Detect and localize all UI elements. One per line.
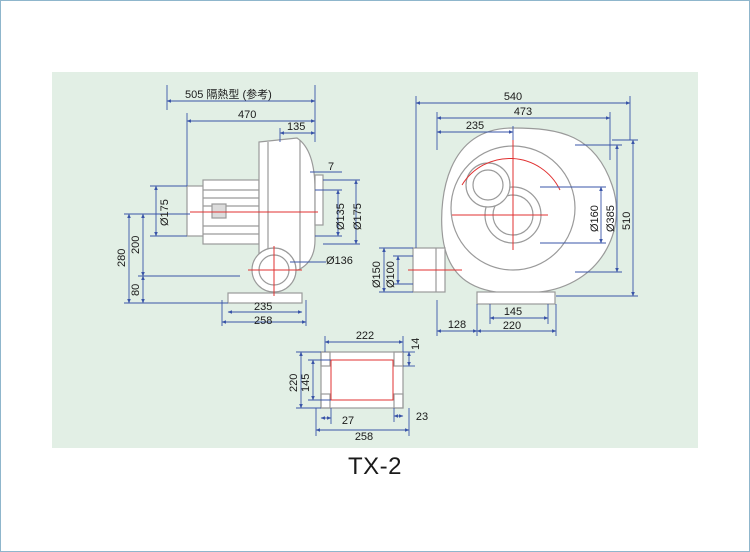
side-base [227, 292, 303, 304]
dim-220-base: 220 [288, 374, 300, 392]
dim-145-front: 145 [504, 306, 522, 318]
dim-dia150: Ø150 [371, 261, 383, 288]
dim-dia136: Ø136 [326, 255, 353, 267]
side-dimension-lines [124, 85, 360, 326]
dim-510: 510 [621, 212, 633, 230]
dim-540: 540 [504, 91, 522, 103]
base-dimension-labels: 222 14 220 145 27 23 258 [288, 330, 428, 443]
dim-258-base: 258 [355, 431, 373, 443]
dim-dia175-outlet: Ø175 [352, 203, 364, 230]
dim-128: 128 [448, 319, 466, 331]
side-view [186, 137, 324, 304]
dim-145-base: 145 [300, 374, 312, 392]
side-dimension-labels: 505 隔熱型 (参考) 470 135 7 Ø175 Ø135 Ø175 Ø1… [116, 87, 364, 327]
dim-23: 23 [416, 411, 428, 423]
base-slot-bottom-right [393, 393, 404, 409]
dim-27: 27 [342, 415, 354, 427]
dim-dia100: Ø100 [385, 261, 397, 288]
terminal-box [211, 203, 227, 219]
dim-80: 80 [130, 284, 142, 296]
dim-200: 200 [130, 236, 142, 254]
dim-470: 470 [238, 109, 256, 121]
side-housing [258, 137, 316, 271]
dim-473: 473 [514, 106, 532, 118]
front-dimension-labels: 540 473 235 Ø160 Ø385 510 Ø150 Ø100 128 … [371, 91, 633, 332]
base-centerlines [330, 359, 394, 401]
dim-dia160: Ø160 [589, 205, 601, 232]
dim-dia135: Ø135 [335, 203, 347, 230]
dim-135: 135 [287, 121, 305, 133]
front-centerlines [408, 140, 561, 271]
dim-dia175-motor: Ø175 [159, 199, 171, 226]
dim-280: 280 [116, 249, 128, 267]
dim-dia385: Ø385 [605, 205, 617, 232]
dim-235-front: 235 [466, 120, 484, 132]
front-view [412, 127, 617, 305]
base-plate [320, 351, 404, 409]
side-centerlines [190, 211, 318, 296]
base-slot-top-left [320, 351, 331, 367]
dim-14: 14 [410, 338, 422, 350]
base-view [320, 351, 404, 409]
front-base [476, 291, 556, 305]
dim-220-front: 220 [503, 320, 521, 332]
dim-235-side: 235 [254, 301, 272, 313]
base-dimension-lines [296, 336, 415, 436]
front-dimension-lines [379, 96, 638, 336]
dim-7: 7 [328, 161, 334, 173]
model-label: TX-2 [347, 453, 402, 480]
dim-258-side: 258 [254, 315, 272, 327]
dim-505: 505 隔熱型 (参考) [185, 87, 272, 101]
dim-222: 222 [356, 330, 374, 342]
base-slot-top-right [393, 351, 404, 367]
front-outlet-inner [472, 169, 504, 201]
base-bolt-pattern [330, 359, 394, 401]
base-slot-bottom-left [320, 393, 331, 409]
